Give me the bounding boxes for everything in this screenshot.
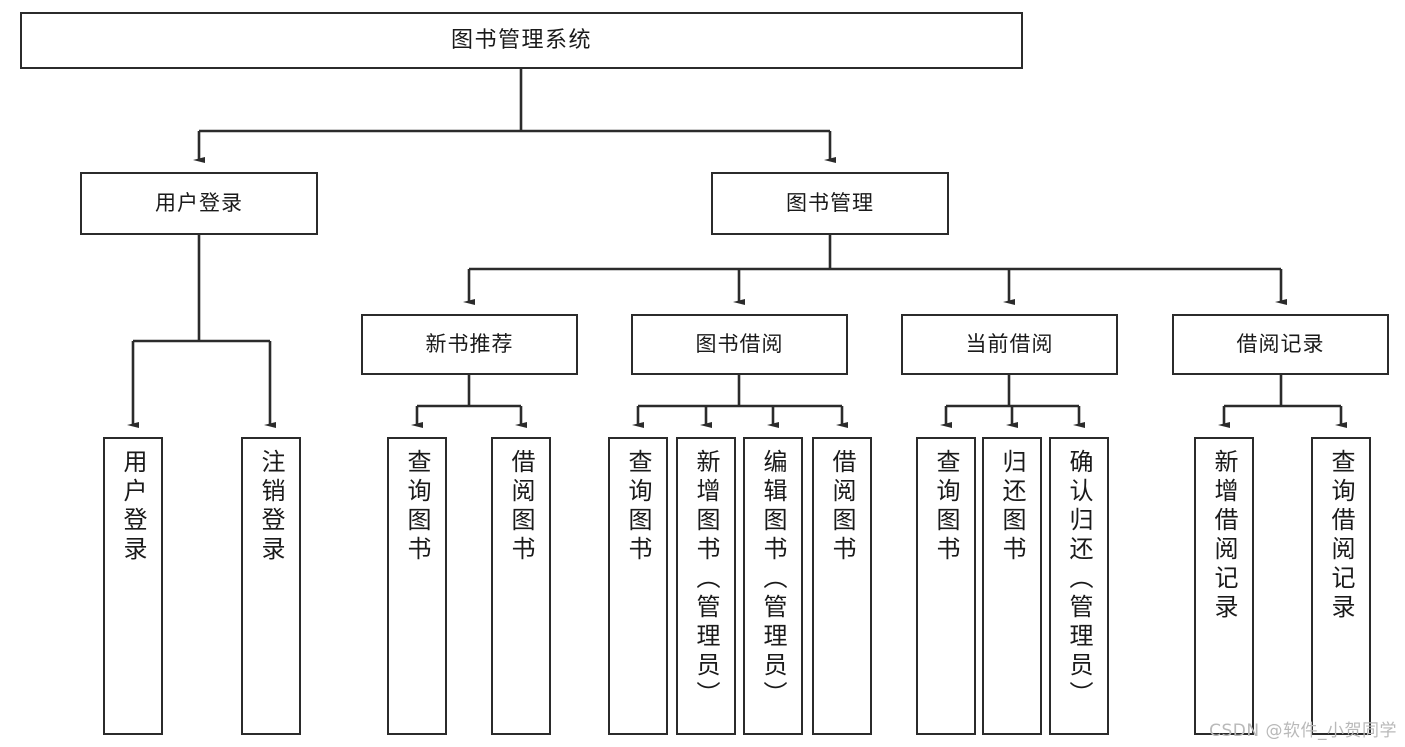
node-leaf-borrow-book-1[interactable]: 借阅图书 <box>491 437 551 735</box>
node-book-manage[interactable]: 图书管理 <box>711 172 949 235</box>
node-leaf-add-book-admin[interactable]: 新增图书（管理员） <box>676 437 736 735</box>
node-label: 当前借阅 <box>965 332 1054 357</box>
node-label: 借阅图书 <box>507 449 535 565</box>
node-label: 编辑图书（管理员） <box>759 449 787 710</box>
node-label: 查询图书 <box>624 449 652 565</box>
node-leaf-return-book[interactable]: 归还图书 <box>982 437 1042 735</box>
csdn-watermark: CSDN @软件_小贺同学 <box>1209 721 1397 741</box>
node-leaf-logout-login[interactable]: 注销登录 <box>241 437 301 735</box>
node-label: 图书管理系统 <box>450 27 592 53</box>
node-label: 用户登录 <box>119 449 147 565</box>
node-leaf-borrow-book-2[interactable]: 借阅图书 <box>812 437 872 735</box>
node-label: 新书推荐 <box>425 332 514 357</box>
node-leaf-query-borrow-record[interactable]: 查询借阅记录 <box>1311 437 1371 735</box>
node-leaf-edit-book-admin[interactable]: 编辑图书（管理员） <box>743 437 803 735</box>
node-leaf-user-login[interactable]: 用户登录 <box>103 437 163 735</box>
node-book-borrow[interactable]: 图书借阅 <box>631 314 848 375</box>
node-label: 确认归还（管理员） <box>1065 449 1093 710</box>
node-root-book-management-system[interactable]: 图书管理系统 <box>20 12 1023 69</box>
node-label: 借阅记录 <box>1236 332 1325 357</box>
node-label: 图书借阅 <box>695 332 784 357</box>
node-label: 查询借阅记录 <box>1327 449 1355 623</box>
node-label: 查询图书 <box>403 449 431 565</box>
node-label: 借阅图书 <box>828 449 856 565</box>
node-borrow-record[interactable]: 借阅记录 <box>1172 314 1389 375</box>
node-leaf-confirm-return-admin[interactable]: 确认归还（管理员） <box>1049 437 1109 735</box>
node-label: 新增图书（管理员） <box>692 449 720 710</box>
node-leaf-query-book-2[interactable]: 查询图书 <box>608 437 668 735</box>
node-label: 用户登录 <box>155 191 243 216</box>
node-label: 图书管理 <box>786 191 874 216</box>
node-current-borrow[interactable]: 当前借阅 <box>901 314 1118 375</box>
node-leaf-query-book-1[interactable]: 查询图书 <box>387 437 447 735</box>
node-label: 新增借阅记录 <box>1210 449 1238 623</box>
node-user-login[interactable]: 用户登录 <box>80 172 318 235</box>
node-label: 归还图书 <box>998 449 1026 565</box>
node-leaf-query-book-3[interactable]: 查询图书 <box>916 437 976 735</box>
node-label: 查询图书 <box>932 449 960 565</box>
node-new-book-recommend[interactable]: 新书推荐 <box>361 314 578 375</box>
node-leaf-add-borrow-record[interactable]: 新增借阅记录 <box>1194 437 1254 735</box>
node-label: 注销登录 <box>257 449 285 565</box>
